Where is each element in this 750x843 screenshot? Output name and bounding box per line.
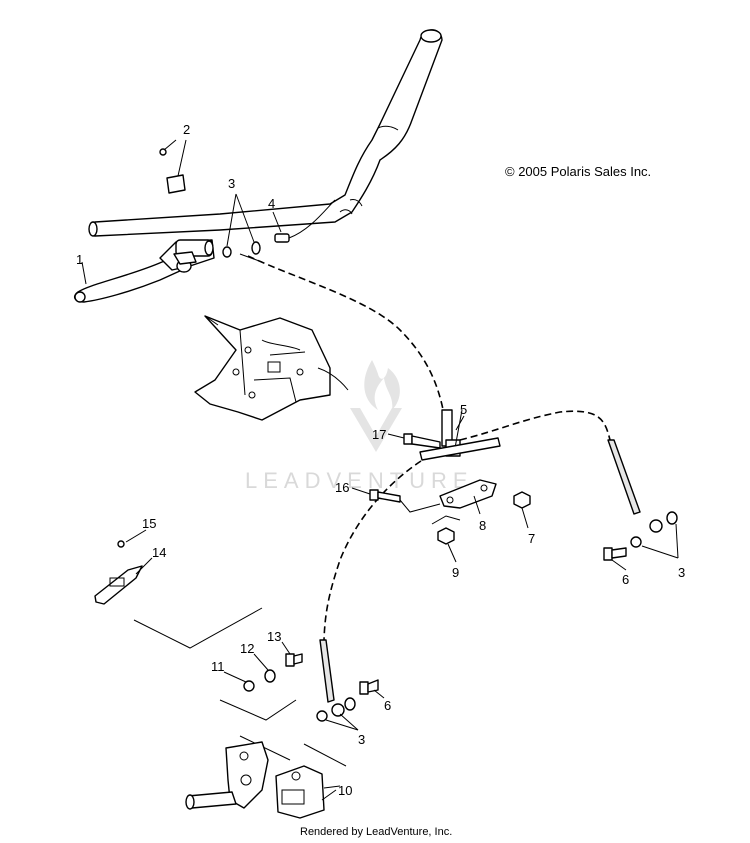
callout-15: 15 [142,516,156,531]
watermark-logo [350,360,402,452]
callout-13: 13 [267,629,281,644]
nut-part-9 [437,527,455,545]
callout-17: 17 [372,427,386,442]
cable-end-right [607,439,641,515]
brake-cable-lower [323,449,441,641]
callout-3-right: 3 [678,565,685,580]
handlebar [88,29,443,237]
callout-1: 1 [76,252,83,267]
callout-12: 12 [240,641,254,656]
bolt-part-16 [369,489,441,513]
callout-5: 5 [460,402,467,417]
callout-14: 14 [152,545,166,560]
callout-16: 16 [335,480,349,495]
cable-end-lower [319,639,335,703]
brake-cable-upper [247,255,446,421]
bolt-part-17 [403,433,441,449]
washers-part-3-top [222,193,261,258]
nut-part-7 [513,491,531,509]
plate-part-14 [94,540,143,605]
washers-part-11-12-13 [243,653,303,692]
callout-6-right: 6 [622,572,629,587]
copyright-notice: © 2005 Polaris Sales Inc. [505,164,652,179]
callout-2: 2 [183,122,190,137]
callout-6-lower: 6 [384,698,391,713]
callout-leaders [81,261,679,801]
callout-4: 4 [268,196,275,211]
spindle-and-caliper [185,741,341,819]
callout-3-lower: 3 [358,732,365,747]
callout-7: 7 [528,531,535,546]
cable-tube [419,437,501,461]
footer-credit: Rendered by LeadVenture, Inc. [300,826,453,838]
fasteners-lower [316,679,379,722]
callout-3-top: 3 [228,176,235,191]
callout-labels: 1 2 3 4 5 17 16 8 7 9 6 3 15 14 13 12 11… [76,122,685,798]
fasteners-right [603,511,678,561]
callout-8: 8 [479,518,486,533]
brake-lever [73,239,215,303]
frame-section [194,315,349,421]
clamp-part-2 [159,139,187,194]
callout-11: 11 [211,659,225,674]
watermark-text: LEADVENTURE [245,468,474,493]
switch-part-4 [272,199,336,243]
callout-10: 10 [338,783,352,798]
brake-cable-right [459,410,611,441]
bracket-part-8 [439,479,497,509]
callout-9: 9 [452,565,459,580]
